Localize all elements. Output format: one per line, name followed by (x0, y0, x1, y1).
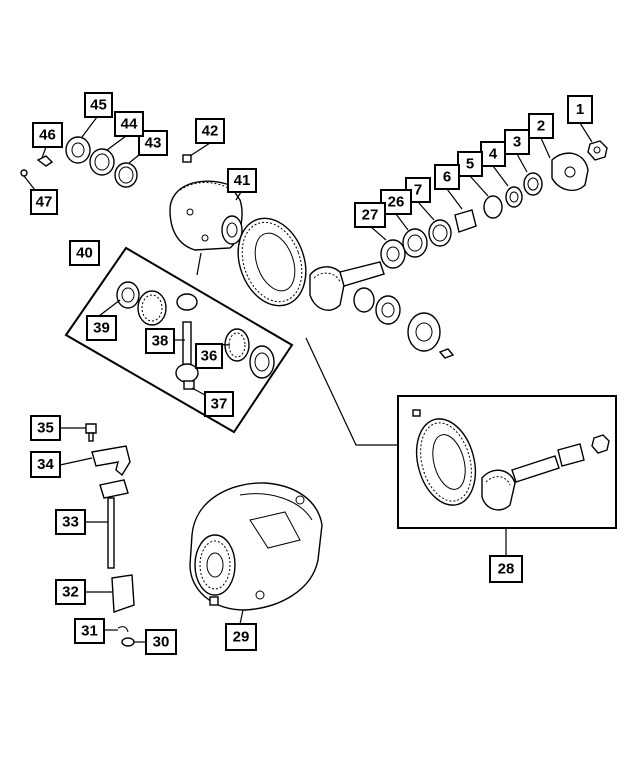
svg-text:37: 37 (211, 396, 228, 413)
part-27-washer (380, 239, 406, 269)
svg-text:28: 28 (498, 561, 515, 578)
callout-35: 35 (30, 415, 61, 441)
part-36-side-gear-right (224, 328, 250, 362)
svg-text:1: 1 (576, 101, 584, 118)
callout-44: 44 (114, 111, 144, 137)
parts-illustration (20, 136, 617, 647)
svg-text:29: 29 (233, 629, 250, 646)
callout-40: 40 (69, 240, 100, 266)
callout-2: 2 (528, 113, 554, 139)
callout-41: 41 (227, 168, 257, 193)
callout-7: 7 (405, 177, 431, 203)
svg-text:42: 42 (202, 123, 219, 140)
part-30-washer (121, 637, 135, 647)
callout-31: 31 (74, 618, 105, 644)
callout-42: 42 (195, 118, 225, 144)
svg-text:6: 6 (443, 169, 451, 186)
part-38-pinion-shaft (182, 321, 192, 368)
callout-4: 4 (480, 141, 506, 167)
svg-text:44: 44 (121, 116, 138, 133)
callout-5: 5 (457, 151, 483, 177)
svg-text:36: 36 (201, 348, 218, 365)
svg-text:34: 34 (37, 456, 54, 473)
part-6-collapsible-spacer (454, 209, 477, 233)
callout-33: 33 (55, 509, 86, 535)
thrust-washer-right (249, 345, 275, 379)
part-37-lock-bolt (183, 380, 195, 390)
svg-text:45: 45 (90, 97, 107, 114)
callout-45: 45 (84, 92, 113, 118)
svg-text:46: 46 (39, 127, 56, 144)
part-35-bolt (85, 423, 97, 442)
callout-46: 46 (32, 122, 63, 148)
svg-text:27: 27 (362, 207, 379, 224)
part-1-nut (587, 140, 608, 161)
part-4-seal (505, 186, 523, 208)
svg-text:31: 31 (81, 623, 98, 640)
callout-47: 47 (30, 189, 58, 215)
callout-36: 36 (195, 343, 223, 369)
svg-text:32: 32 (62, 584, 79, 601)
pinion-bearing-stack (353, 287, 455, 359)
callout-27: 27 (354, 202, 386, 228)
ring-gear-bolt (412, 409, 421, 417)
part-33-sensor-cable (99, 479, 129, 569)
pinion-gear-small-top (176, 293, 198, 311)
svg-text:43: 43 (145, 135, 162, 152)
callout-3: 3 (504, 129, 530, 155)
svg-text:3: 3 (513, 134, 521, 151)
svg-text:47: 47 (36, 194, 53, 211)
part-32-actuator (111, 574, 135, 613)
pinion-gear-set (481, 434, 610, 511)
part-26-bearing (402, 228, 428, 258)
svg-text:2: 2 (537, 118, 545, 135)
frame-40-differential-internals (64, 246, 294, 434)
frame-28-ring-pinion-set (397, 395, 617, 529)
part-7-spacer (428, 219, 452, 247)
callout-38: 38 (145, 328, 175, 354)
callout-28: 28 (489, 555, 523, 583)
part-45-bearing (65, 136, 91, 164)
callout-29: 29 (225, 623, 257, 651)
callout-1: 1 (567, 95, 593, 124)
part-41-differential-case (169, 180, 243, 251)
part-31-clip (117, 626, 129, 633)
part-2-yoke (551, 152, 589, 192)
callout-34: 34 (30, 451, 61, 478)
svg-text:39: 39 (93, 320, 110, 337)
svg-text:26: 26 (388, 194, 405, 211)
part-42-bolt (182, 154, 192, 163)
pinion-gear-small-bottom (175, 363, 199, 383)
part-46-clip (20, 155, 54, 177)
svg-text:5: 5 (466, 156, 474, 173)
part-34-bracket (91, 445, 131, 477)
callout-37: 37 (204, 391, 234, 417)
pinion-gear-top (309, 261, 385, 311)
callout-32: 32 (55, 579, 86, 605)
svg-text:40: 40 (76, 245, 93, 262)
callout-39: 39 (86, 315, 117, 341)
svg-text:7: 7 (414, 182, 422, 199)
svg-text:4: 4 (489, 146, 498, 163)
part-29-differential-housing (189, 482, 323, 611)
ring-gear-top (237, 217, 307, 307)
svg-text:35: 35 (37, 420, 54, 437)
part-39-thrust-washer (116, 281, 140, 309)
svg-text:33: 33 (62, 514, 79, 531)
callout-43: 43 (138, 130, 168, 156)
svg-text:30: 30 (153, 634, 170, 651)
part-5-bearing (483, 195, 503, 219)
svg-text:38: 38 (152, 333, 169, 350)
callout-6: 6 (434, 164, 460, 190)
side-gear-left (137, 290, 167, 326)
leader-lines (23, 116, 593, 643)
svg-text:41: 41 (234, 172, 251, 189)
part-44-bearing-cone (89, 148, 115, 176)
part-3-washer (523, 172, 543, 196)
ring-gear-set (415, 418, 477, 506)
part-43-shim (114, 162, 138, 188)
callout-30: 30 (145, 629, 177, 655)
